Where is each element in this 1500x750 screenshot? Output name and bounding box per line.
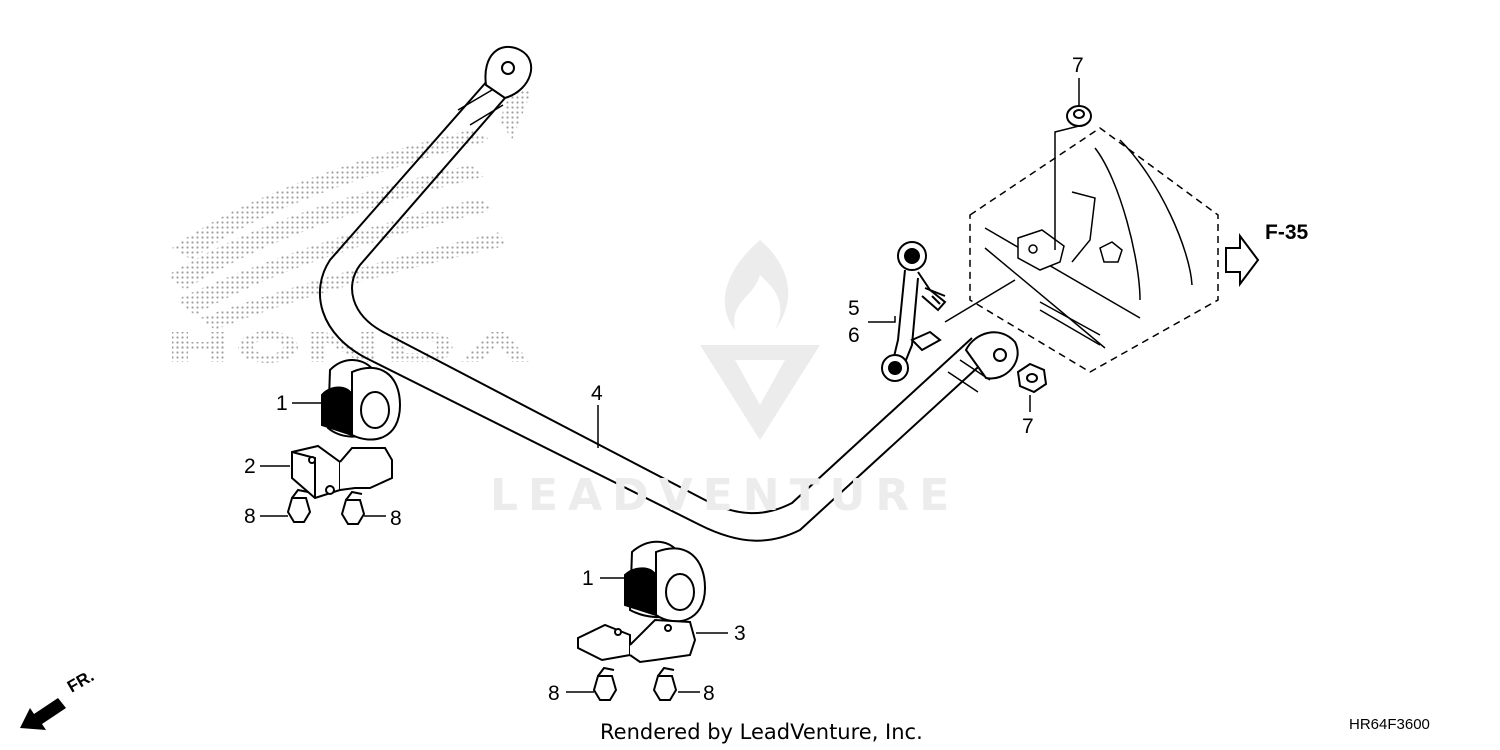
callout-2: 2	[244, 455, 256, 478]
stabilizer-bar	[318, 45, 1019, 542]
callout-8-d: 8	[703, 682, 715, 705]
callout-8-a: 8	[244, 505, 256, 528]
flange-bolt-1	[286, 488, 312, 523]
diagram-code: HR64F3600	[1349, 716, 1430, 733]
frame-reference	[969, 127, 1219, 373]
callout-7-bottom: 7	[1022, 415, 1034, 438]
callout-8-c: 8	[548, 682, 560, 705]
bushing-left	[321, 359, 402, 441]
callout-1-left: 1	[276, 392, 288, 415]
leadventure-watermark-text: LEADVENTURE	[490, 470, 960, 521]
flange-nut-bottom	[1016, 362, 1048, 394]
flange-nut-top	[1066, 105, 1092, 127]
honda-lettering	[172, 331, 530, 363]
callout-6: 6	[848, 324, 860, 347]
reference-arrow-icon	[1225, 233, 1260, 287]
callout-7-top: 7	[1072, 54, 1084, 77]
bushing-holder-left	[291, 444, 393, 500]
callout-5: 5	[848, 297, 860, 320]
flange-bolts	[286, 488, 678, 701]
bushing-right	[624, 540, 707, 623]
callout-8-b: 8	[390, 507, 402, 530]
flange-bolt-3	[592, 666, 618, 701]
stabilizer-link	[881, 241, 947, 382]
rendered-by-caption: Rendered by LeadVenture, Inc.	[600, 720, 923, 744]
front-direction-arrow-icon	[20, 698, 66, 730]
bushing-holder-right	[577, 618, 697, 664]
leader-lines	[260, 78, 1080, 693]
flange-bolt-2	[340, 490, 366, 525]
callout-4: 4	[591, 382, 603, 405]
flange-bolt-4	[652, 666, 678, 701]
callout-1-right: 1	[582, 567, 594, 590]
leadventure-watermark-logo	[700, 240, 820, 440]
reference-label: F-35	[1265, 221, 1309, 244]
callout-3: 3	[734, 622, 746, 645]
